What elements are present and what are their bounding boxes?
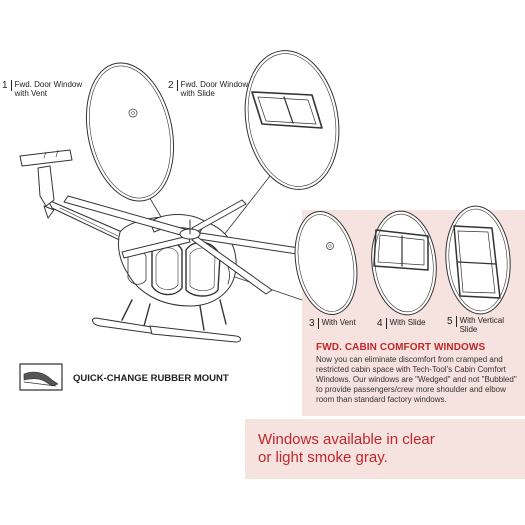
window-2-slide <box>244 50 340 190</box>
callout-3: 3 With Vent <box>309 318 356 329</box>
availability-note: Windows available in clear or light smok… <box>258 431 435 466</box>
window-5-vertical-slide <box>445 205 511 315</box>
callout-5-label: With Vertical Slide <box>459 316 505 334</box>
callout-1-label: Fwd. Door Window with Vent <box>14 80 83 98</box>
callout-1-number: 1 <box>2 80 12 91</box>
callout-3-number: 3 <box>309 318 319 329</box>
callout-1: 1 Fwd. Door Window with Vent <box>2 80 82 98</box>
cabin-windows-title: FWD. CABIN COMFORT WINDOWS <box>316 342 486 353</box>
rubber-mount-label: QUICK-CHANGE RUBBER MOUNT <box>73 373 229 384</box>
window-1-vent <box>85 62 175 202</box>
callout-4: 4 With Slide <box>377 318 426 329</box>
rubber-mount-illustration <box>19 363 63 391</box>
window-3-vent <box>294 211 358 315</box>
availability-panel <box>245 419 525 479</box>
callout-2-label: Fwd. Door Window with Slide <box>180 80 249 98</box>
main-rotor <box>63 195 313 295</box>
callout-2-number: 2 <box>168 80 178 91</box>
callout-4-number: 4 <box>377 318 387 329</box>
callout-2: 2 Fwd. Door Window with Slide <box>168 80 248 98</box>
callout-4-label: With Slide <box>389 318 426 327</box>
cabin-windows-description: Now you can eliminate discomfort from cr… <box>316 355 517 405</box>
callout-3-label: With Vent <box>321 318 356 327</box>
callout-5: 5 With Vertical Slide <box>447 316 504 334</box>
callout-5-number: 5 <box>447 316 457 327</box>
window-4-slide <box>371 210 437 316</box>
